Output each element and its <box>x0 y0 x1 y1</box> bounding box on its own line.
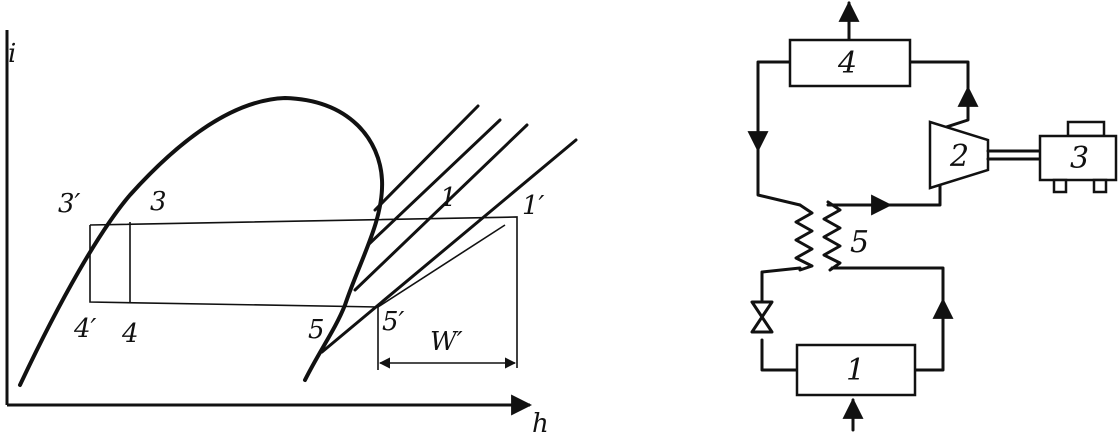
condenser-label: 4 <box>837 46 857 81</box>
compression-line <box>377 224 506 308</box>
label-5: 5 <box>308 315 325 345</box>
ih-diagram: i h 3′ 3 1 1′ 4′ 4 5 5′ W′ <box>5 30 578 436</box>
evaporator-label: 1 <box>846 353 865 388</box>
y-axis-label: i <box>8 39 16 69</box>
label-3-prime: 3′ <box>58 189 81 219</box>
hx-coil-right <box>822 200 842 272</box>
motor-body <box>1038 134 1118 182</box>
condenser-box <box>788 38 912 88</box>
label-1: 1 <box>440 183 457 213</box>
isoline-b <box>366 118 502 247</box>
expansion-valve-icon <box>750 300 774 334</box>
label-5-prime: 5′ <box>382 307 405 337</box>
motor-cap <box>1066 120 1106 138</box>
pipe-hx-to-valve <box>760 266 802 302</box>
compressor-body <box>928 120 990 190</box>
cycle-outer <box>89 216 518 368</box>
hx-coil-left <box>794 203 814 272</box>
x-axis-label: h <box>532 409 549 436</box>
heat-exchanger-label: 5 <box>850 225 869 260</box>
label-1-prime: 1′ <box>522 191 545 221</box>
motor-foot-right <box>1092 178 1108 194</box>
pipe-valve-to-evaporator <box>760 338 802 372</box>
motor-foot-left <box>1052 178 1068 194</box>
evaporator-box <box>795 343 917 397</box>
isoline-a <box>373 104 480 212</box>
label-3: 3 <box>150 187 167 217</box>
label-w-prime: W′ <box>430 327 463 357</box>
label-4-prime: 4′ <box>73 314 97 344</box>
schematic: 4 2 3 5 1 <box>747 0 1118 432</box>
cycle-outer-left <box>89 225 379 308</box>
isoline-c <box>353 123 529 292</box>
compressor-label: 2 <box>949 139 969 174</box>
motor-label: 3 <box>1070 141 1089 176</box>
pipe-hx-to-compressor <box>826 178 942 207</box>
pipe-compressor-to-condenser <box>908 60 970 132</box>
isoline-d <box>320 138 578 354</box>
label-4: 4 <box>121 319 139 349</box>
saturation-curve <box>18 96 385 387</box>
